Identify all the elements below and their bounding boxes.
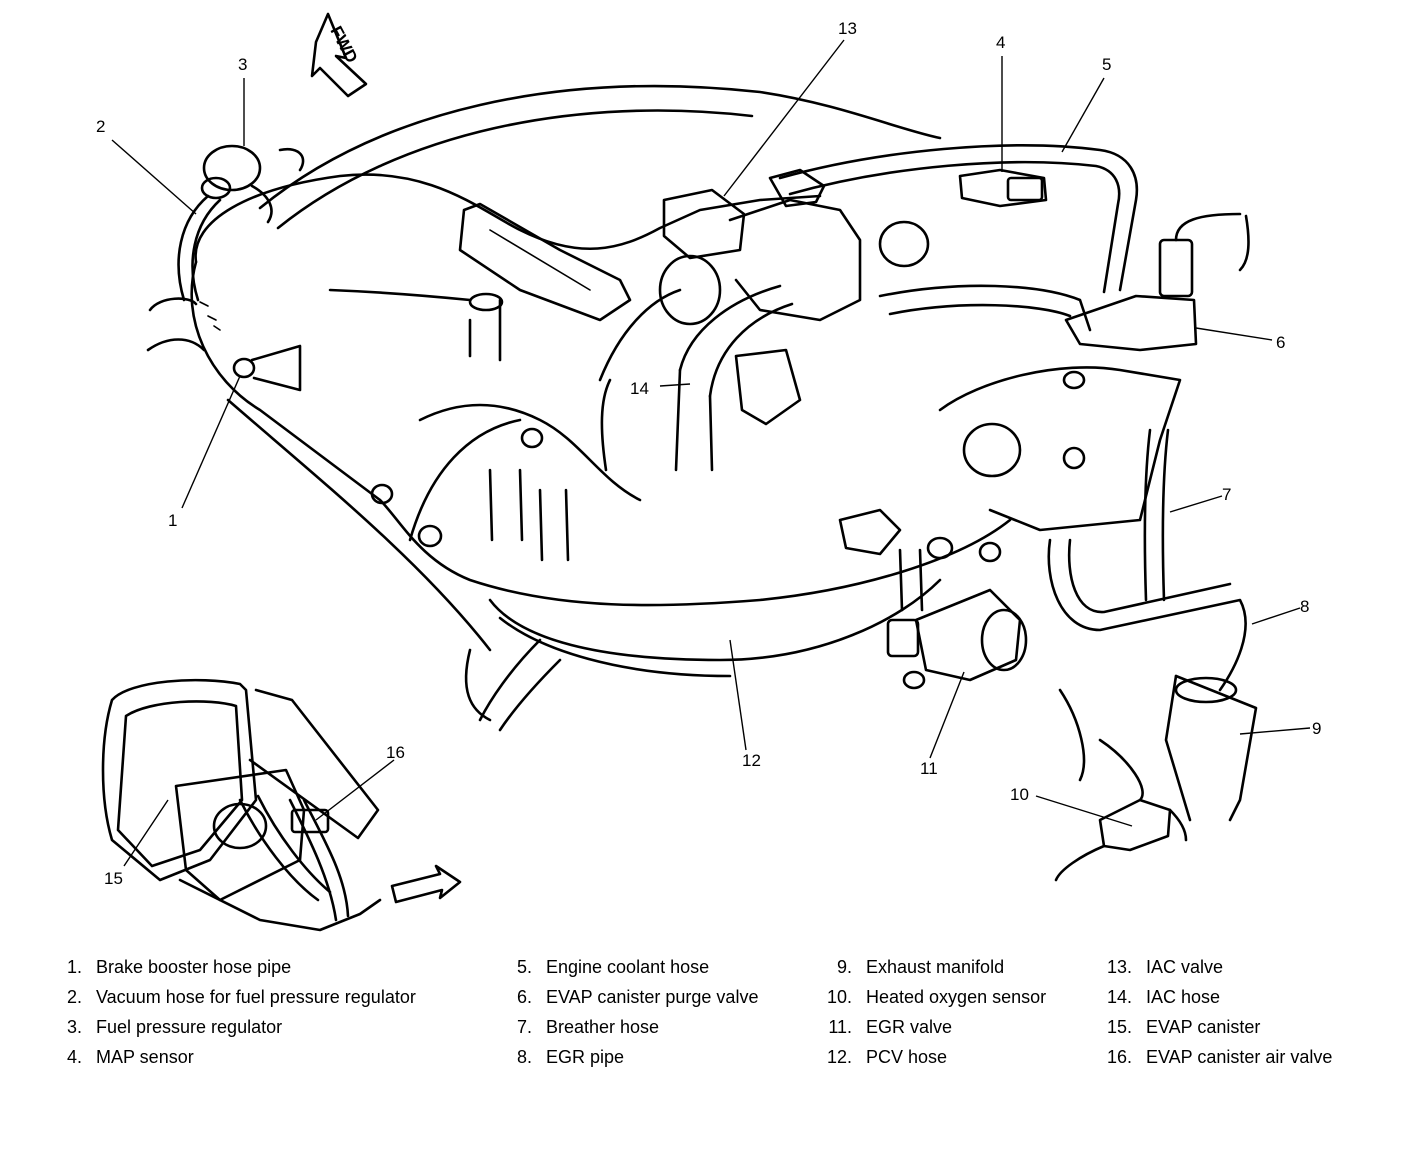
vacuum-hose-fuel-regulator — [177, 194, 210, 302]
forward-arrow-icon: FWD — [310, 12, 368, 98]
pcv-hose — [488, 578, 942, 662]
iac-hose — [678, 284, 782, 372]
callout-15: 15 — [104, 869, 123, 888]
callout-12: 12 — [742, 751, 761, 770]
legend-item: 1.Brake booster hose pipe — [66, 957, 292, 977]
intake-runners-lower — [378, 498, 1012, 607]
legend-item: 5.Engine coolant hose — [516, 957, 710, 977]
callout-1: 1 — [168, 511, 177, 530]
legend-item: 13.IAC valve — [1106, 957, 1224, 977]
fwd-label: FWD — [326, 23, 361, 66]
air-flow-arrow-icon — [390, 864, 462, 904]
engine-coolant-hose-outer — [258, 84, 942, 210]
fuel-pressure-regulator — [200, 144, 305, 224]
callout-4: 4 — [996, 33, 1005, 52]
evap-canister-purge-valve — [1064, 212, 1242, 352]
callout-10: 10 — [1010, 785, 1029, 804]
engine-coolant-hose — [778, 144, 1139, 292]
leader-lines — [111, 39, 1311, 867]
legend-item: 6.EVAP canister purge valve — [516, 987, 759, 1007]
callout-11: 11 — [920, 759, 938, 778]
legend-item: 12.PCV hose — [826, 1047, 948, 1067]
brake-booster-hose-pipe — [232, 344, 302, 392]
legend-item: 4.MAP sensor — [66, 1047, 194, 1067]
exhaust-manifold-upper — [938, 366, 1182, 532]
intake-plenum — [194, 173, 822, 264]
parts-legend: 1.Brake booster hose pipe 2.Vacuum hose … — [0, 940, 1408, 1140]
callout-14: 14 — [630, 379, 649, 398]
exhaust-manifold — [1164, 674, 1258, 822]
callout-7: 7 — [1222, 485, 1231, 504]
legend-item: 16.EVAP canister air valve — [1106, 1047, 1333, 1067]
legend-item: 10.Heated oxygen sensor — [826, 987, 1047, 1007]
heated-oxygen-sensor — [1054, 688, 1188, 882]
callout-8: 8 — [1300, 597, 1309, 616]
breather-hose — [1143, 428, 1152, 602]
evap-canister-air-valve — [290, 808, 330, 834]
legend-item: 9.Exhaust manifold — [836, 957, 1005, 977]
callout-2: 2 — [96, 117, 105, 136]
legend-column-2: 5.Engine coolant hose 6.EVAP canister pu… — [510, 952, 758, 1072]
legend-item: 8.EGR pipe — [516, 1047, 625, 1067]
legend-column-1: 1.Brake booster hose pipe 2.Vacuum hose … — [60, 952, 416, 1072]
legend-item: 15.EVAP canister — [1106, 1017, 1261, 1037]
callout-16: 16 — [386, 743, 405, 762]
callout-6: 6 — [1276, 333, 1285, 352]
evap-canister — [101, 678, 382, 932]
legend-item: 7.Breather hose — [516, 1017, 660, 1037]
callout-3: 3 — [238, 55, 247, 74]
valve-cover — [458, 202, 632, 322]
legend-item: 14.IAC hose — [1106, 987, 1221, 1007]
legend-column-4: 13.IAC valve 14.IAC hose 15.EVAP caniste… — [1098, 952, 1332, 1072]
legend-item: 3.Fuel pressure regulator — [66, 1017, 283, 1037]
callout-9: 9 — [1312, 719, 1321, 738]
map-sensor — [958, 168, 1048, 208]
egr-pipe — [1047, 538, 1247, 692]
engine-component-diagram: FWD — [96, 12, 1321, 932]
hose-outer-inner-edge — [276, 109, 754, 230]
legend-column-3: 9.Exhaust manifold 10.Heated oxygen sens… — [818, 952, 1046, 1072]
legend-item: 2.Vacuum hose for fuel pressure regulato… — [66, 987, 416, 1007]
callout-13: 13 — [838, 19, 857, 38]
callout-5: 5 — [1102, 55, 1111, 74]
legend-item: 11.EGR valve — [828, 1017, 953, 1037]
egr-valve — [886, 536, 1028, 690]
